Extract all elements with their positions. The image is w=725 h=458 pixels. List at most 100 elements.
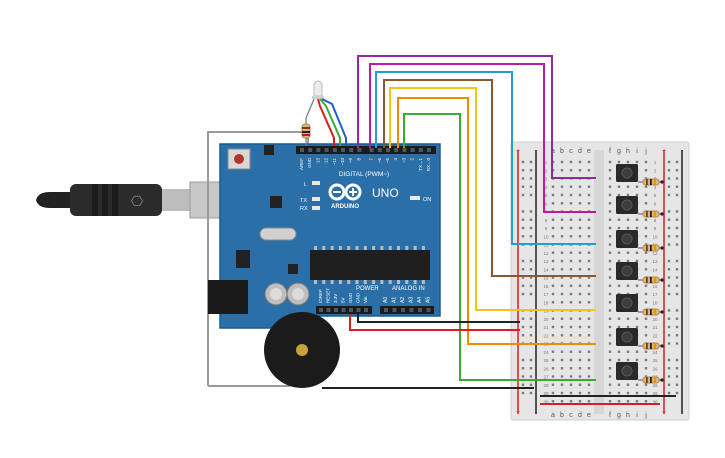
rail-hole (675, 309, 679, 312)
rail-hole (529, 358, 533, 362)
hole (608, 268, 612, 271)
row-number: 15 (543, 276, 549, 281)
hole (578, 251, 582, 254)
rail-hole (675, 226, 679, 230)
header-pin (418, 308, 422, 312)
digital-pin-label: ~6 (377, 158, 382, 164)
hole (560, 358, 564, 362)
pushbutton-cap[interactable] (621, 199, 633, 211)
pushbutton (616, 230, 638, 248)
header-pin (356, 308, 361, 312)
header-pin (326, 308, 331, 312)
header-pin (300, 148, 304, 152)
chip-pin (372, 280, 376, 284)
hole (587, 268, 591, 271)
rail-hole (521, 317, 525, 320)
chip-pin (330, 280, 334, 284)
led-l (312, 181, 320, 185)
column-letter: b (560, 412, 564, 419)
analog-pin-label: A2 (400, 297, 406, 303)
rail-hole (675, 325, 679, 329)
hole (560, 400, 564, 403)
resistor-band (650, 309, 652, 315)
digital-header-pins (300, 148, 431, 152)
hole (569, 268, 573, 271)
rail-hole (675, 375, 679, 378)
hole (644, 317, 648, 320)
capacitor-top (270, 288, 282, 300)
rail-hole (521, 235, 525, 238)
hole (608, 383, 612, 386)
chip-pin (363, 280, 367, 284)
pushbutton (616, 294, 638, 312)
hole (587, 391, 591, 395)
rail-hole (529, 210, 533, 213)
column-letter: d (578, 148, 582, 155)
rail-hole (675, 358, 679, 362)
rail-hole (667, 160, 671, 164)
hole (560, 160, 564, 164)
hole (644, 391, 648, 395)
header-pin (349, 148, 354, 152)
analog-label: ANALOG IN (392, 286, 425, 292)
pulldown-resistor (638, 342, 664, 350)
column-letter: c (569, 412, 573, 419)
hole (587, 383, 591, 386)
resistor-band (654, 277, 656, 283)
hole (626, 259, 630, 263)
chip-pin (338, 280, 342, 284)
hole (569, 251, 573, 254)
rail-plus-label: + (516, 148, 520, 155)
hole (587, 325, 591, 329)
hole (551, 193, 555, 197)
row-number: 30 (543, 399, 549, 404)
hole (560, 391, 564, 395)
pushbutton-cap[interactable] (621, 297, 633, 309)
column-letter: g (617, 412, 621, 419)
hole (626, 358, 630, 362)
hole (578, 325, 582, 329)
hole (551, 317, 555, 320)
pushbutton-cap[interactable] (621, 167, 633, 179)
hole (551, 400, 555, 403)
wire-cyan (375, 71, 596, 245)
hole (551, 325, 555, 329)
chip-pin (421, 246, 425, 250)
header-pin (324, 148, 329, 152)
hole (587, 292, 591, 296)
usb-cable: ⎔ (36, 181, 227, 219)
header-pin (357, 148, 362, 152)
led-l-label: L (304, 182, 307, 188)
hole (617, 226, 621, 230)
hole (560, 334, 564, 337)
pushbutton-cap[interactable] (621, 365, 633, 377)
hole (644, 292, 648, 296)
header-pin (386, 148, 390, 152)
hole (560, 375, 564, 378)
hole (635, 251, 639, 254)
rail-hole (667, 325, 671, 329)
row-number: 9 (545, 226, 548, 231)
rail-hole (667, 210, 671, 213)
pushbutton-cap[interactable] (621, 233, 633, 245)
resistor-band (646, 309, 648, 315)
pushbutton-cap[interactable] (621, 331, 633, 343)
hole (626, 251, 630, 254)
header-pin (409, 308, 414, 312)
rail-hole (521, 276, 525, 279)
rail-hole (675, 169, 679, 172)
resistor-band (646, 377, 648, 383)
wire-red (349, 314, 520, 331)
pushbutton-cap[interactable] (621, 265, 633, 277)
row-number: 1 (545, 160, 548, 165)
pushbutton (616, 362, 638, 380)
small-chip (264, 145, 274, 155)
rail-hole (521, 391, 525, 395)
wire-green (319, 98, 341, 146)
header-pin (316, 148, 321, 152)
hole (626, 160, 630, 164)
chip-pin (322, 280, 326, 284)
rail-hole (667, 309, 671, 312)
rail-plus-label: + (662, 409, 666, 416)
